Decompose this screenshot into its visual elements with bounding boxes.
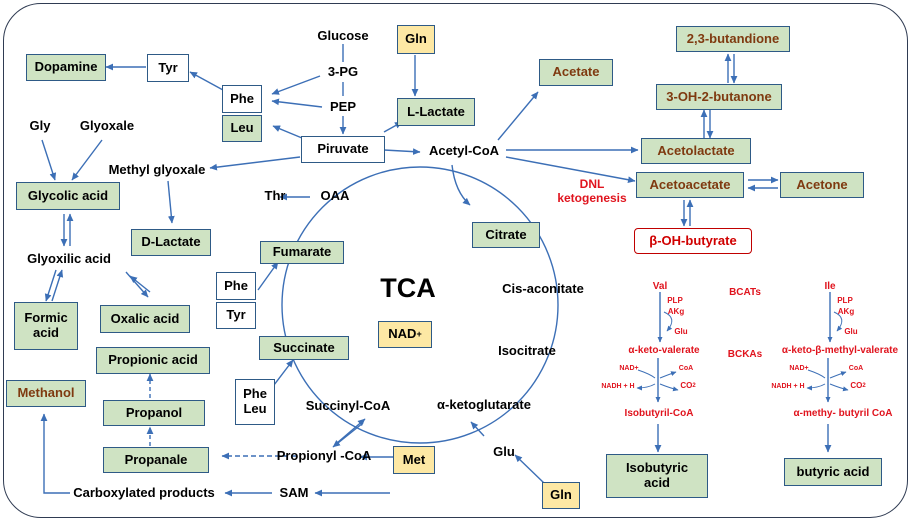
phe-leu-line1: Phe — [243, 386, 267, 402]
acetate-box: Acetate — [539, 59, 613, 86]
glycolic-acid-box: Glycolic acid — [16, 182, 120, 210]
val-akg-label: AKg — [667, 306, 685, 316]
propanale-box: Propanale — [103, 447, 209, 473]
nad-superscript: + — [416, 329, 422, 340]
thr-label: Thr — [264, 188, 286, 204]
beta-oh-butyrate-box: β-OH-butyrate — [634, 228, 752, 254]
val-coa-label: CoA — [678, 364, 694, 372]
ile-akg-label: AKg — [837, 306, 855, 316]
butandione-box: 2,3-butandione — [676, 26, 790, 52]
methyl-glyoxale-label: Methyl glyoxale — [108, 162, 206, 178]
val-nad-label: NAD+ — [619, 364, 639, 372]
d-lactate-box: D-Lactate — [131, 229, 211, 256]
succinyl-coa-label: Succinyl-CoA — [305, 398, 391, 414]
pep-label: PEP — [329, 98, 356, 114]
ile-plp-label: PLP — [837, 295, 853, 305]
tca-label: TCA — [380, 273, 436, 304]
isobutyric-line2: acid — [643, 475, 670, 490]
glu-label: Glu — [493, 444, 515, 460]
val-co2-sub: 2 — [692, 382, 696, 389]
l-lactate-box: L-Lactate — [397, 98, 475, 126]
tyr-mid-box: Tyr — [216, 302, 256, 329]
val-glu-label: Glu — [674, 326, 688, 336]
nad-text: NAD — [388, 326, 417, 342]
formic-acid-line1: Formic — [24, 310, 68, 326]
gln-bottom-box: Gln — [542, 482, 580, 509]
ile-label: Ile — [824, 280, 836, 292]
acetolactate-box: Acetolactate — [641, 138, 751, 164]
gly-label: Gly — [29, 118, 51, 134]
phe-leu-line2: Leu — [243, 401, 267, 416]
sam-label: SAM — [279, 485, 309, 501]
val-nadh-label: NADH + H — [601, 382, 635, 390]
butyric-acid-box: butyric acid — [784, 458, 882, 486]
keto-methyl-valerate-label: α-keto-β-methyl-valerate — [781, 345, 899, 357]
tyr-top-box: Tyr — [147, 54, 189, 82]
carboxylated-products-label: Carboxylated products — [73, 485, 215, 501]
isocitrate-label: Isocitrate — [498, 343, 556, 359]
phe-mid-box: Phe — [216, 272, 256, 300]
fumarate-box: Fumarate — [260, 241, 344, 264]
propionic-acid-box: Propionic acid — [96, 347, 210, 374]
isobutyril-coa-label: Isobutyril-CoA — [624, 408, 694, 420]
dnl-ketogenesis-label: DNL ketogenesis — [556, 176, 628, 208]
propionyl-coa-label: Propionyl -CoA — [276, 448, 372, 464]
alpha-ketoglutarate-label: α-ketoglutarate — [437, 397, 531, 413]
oaa-label: OAA — [320, 188, 350, 204]
succinate-box: Succinate — [259, 336, 349, 360]
oxalic-acid-box: Oxalic acid — [100, 305, 190, 333]
leu-top-box: Leu — [222, 115, 262, 142]
formic-acid-line2: acid — [32, 325, 59, 340]
val-plp-label: PLP — [667, 295, 683, 305]
val-co2-text: CO — [680, 381, 693, 391]
met-box: Met — [393, 446, 435, 474]
acetyl-coa-label: Acetyl-CoA — [428, 143, 500, 159]
ile-glu-label: Glu — [844, 326, 858, 336]
ile-nadh-label: NADH + H — [771, 382, 805, 390]
bcats-label: BCATs — [729, 286, 761, 298]
bckas-label: BCKAs — [727, 348, 763, 360]
isobutyric-line1: Isobutyric — [625, 460, 689, 476]
methanol-box: Methanol — [6, 380, 86, 407]
3pg-label: 3-PG — [327, 63, 359, 79]
butanone-box: 3-OH-2-butanone — [656, 84, 782, 110]
glyoxilic-acid-label: Glyoxilic acid — [27, 251, 111, 267]
glucose-label: Glucose — [317, 27, 369, 43]
ile-coa-label: CoA — [848, 364, 864, 372]
nad-box: NAD+ — [378, 321, 432, 348]
val-label: Val — [652, 280, 668, 292]
phe-top-box: Phe — [222, 85, 262, 113]
methy-butyril-coa-label: α-methy- butyril CoA — [793, 408, 893, 420]
pyruvate-box: Piruvate — [301, 136, 385, 163]
dopamine-box: Dopamine — [26, 54, 106, 81]
gln-top-box: Gln — [397, 25, 435, 54]
acetoacetate-box: Acetoacetate — [636, 172, 744, 198]
diagram-frame — [3, 3, 908, 518]
ile-nad-label: NAD+ — [789, 364, 809, 372]
glyoxale-label: Glyoxale — [79, 118, 135, 134]
ile-co2-sub: 2 — [862, 382, 866, 389]
cis-aconitate-label: Cis-aconitate — [502, 281, 584, 297]
dnl-line1: DNL — [579, 177, 605, 192]
formic-acid-box: Formic acid — [14, 302, 78, 350]
dnl-line2: ketogenesis — [557, 191, 627, 205]
acetone-box: Acetone — [780, 172, 864, 198]
phe-leu-box: Phe Leu — [235, 379, 275, 425]
ile-co2-text: CO — [850, 381, 863, 391]
citrate-box: Citrate — [472, 222, 540, 248]
isobutyric-acid-box: Isobutyric acid — [606, 454, 708, 498]
tca-cycle-ring — [281, 166, 559, 444]
keto-valerate-label: α-keto-valerate — [628, 345, 700, 357]
propanol-box: Propanol — [103, 400, 205, 426]
